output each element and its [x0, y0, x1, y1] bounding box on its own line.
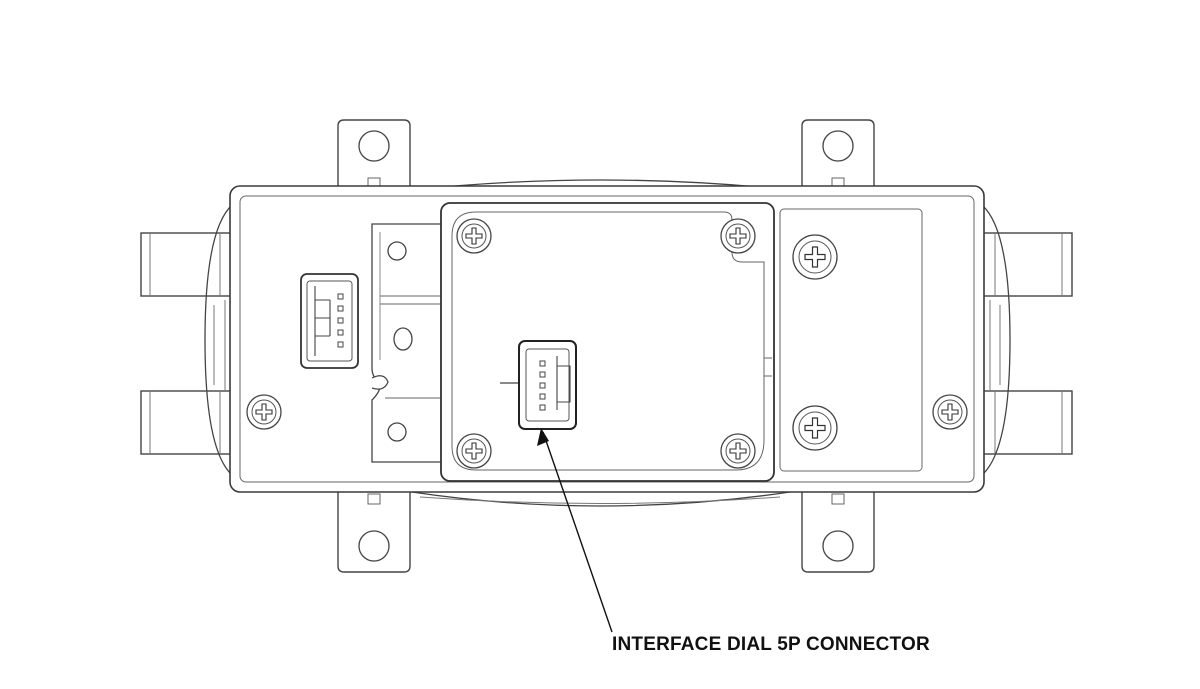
phillips-screw-icon [792, 234, 838, 280]
mounting-hole-icon [822, 130, 854, 162]
mounting-hole-icon [358, 130, 390, 162]
right-rail-upper [977, 232, 1073, 297]
phillips-screw-icon [456, 433, 492, 469]
mounting-hole-icon [358, 530, 390, 562]
mounting-hole-icon [822, 530, 854, 562]
phillips-screw-icon [932, 394, 968, 430]
phillips-screw-icon [246, 394, 282, 430]
mounting-tab-bottom-right [801, 490, 875, 573]
phillips-screw-icon [792, 405, 838, 451]
left-rail-upper [140, 232, 237, 297]
phillips-screw-icon [720, 433, 756, 469]
right-rail-lower [977, 390, 1073, 455]
interface-dial-5p-connector [500, 340, 577, 430]
mounting-tab-top-right [801, 119, 875, 190]
slot-icon [393, 327, 413, 351]
phillips-screw-icon [456, 218, 492, 254]
left-connector [300, 273, 359, 369]
callout-leader [537, 428, 613, 633]
latch-column [371, 223, 446, 463]
hole-icon [387, 241, 407, 261]
left-rail-lower [140, 390, 237, 455]
mounting-tab-top-left [337, 119, 411, 190]
callout-label: INTERFACE DIAL 5P CONNECTOR [612, 634, 930, 655]
phillips-screw-icon [720, 218, 756, 254]
mounting-tab-bottom-left [337, 490, 411, 573]
hole-icon [387, 422, 407, 442]
